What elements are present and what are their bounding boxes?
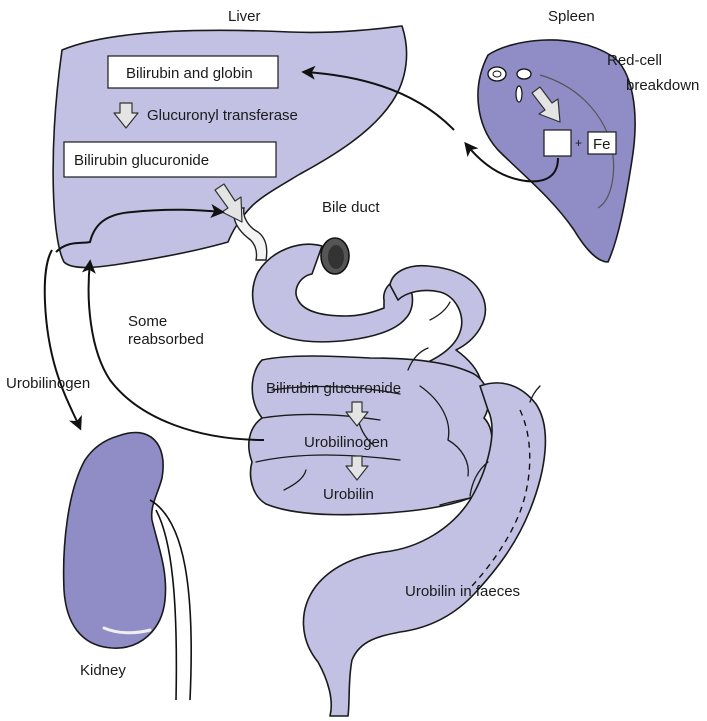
urobilin-in-faeces-label: Urobilin in faeces — [405, 583, 520, 600]
intestine — [249, 238, 546, 716]
red-cell-label: Red-cell — [607, 52, 662, 69]
iron-label: Fe — [593, 136, 611, 153]
spleen-plus-sign: + — [575, 136, 582, 150]
gut-urobilin-label: Urobilin — [323, 486, 374, 503]
urobilinogen-to-kidney-arrow — [45, 250, 80, 428]
gut-bilirubin-glucuronide-label: Bilirubin glucuronide — [266, 380, 401, 397]
kidney-label: Kidney — [80, 662, 126, 679]
reabsorbed-label: reabsorbed — [128, 331, 204, 348]
breakdown-label: breakdown — [626, 77, 699, 94]
bilirubin-glucuronide-label: Bilirubin glucuronide — [74, 152, 209, 169]
some-label: Some — [128, 313, 167, 330]
spleen-label: Spleen — [548, 8, 595, 25]
gut-urobilinogen-label: Urobilinogen — [304, 434, 388, 451]
liver-label: Liver — [228, 8, 261, 25]
spleen-empty-box — [544, 130, 571, 156]
reabsorption-arrow — [89, 262, 264, 440]
kidney-shape — [64, 432, 166, 648]
bile-duct-label: Bile duct — [322, 199, 380, 216]
bilirubin-globin-label: Bilirubin and globin — [126, 65, 253, 82]
glucuronyl-transferase-label: Glucuronyl transferase — [147, 107, 298, 124]
urobilinogen-side-label: Urobilinogen — [6, 375, 90, 392]
